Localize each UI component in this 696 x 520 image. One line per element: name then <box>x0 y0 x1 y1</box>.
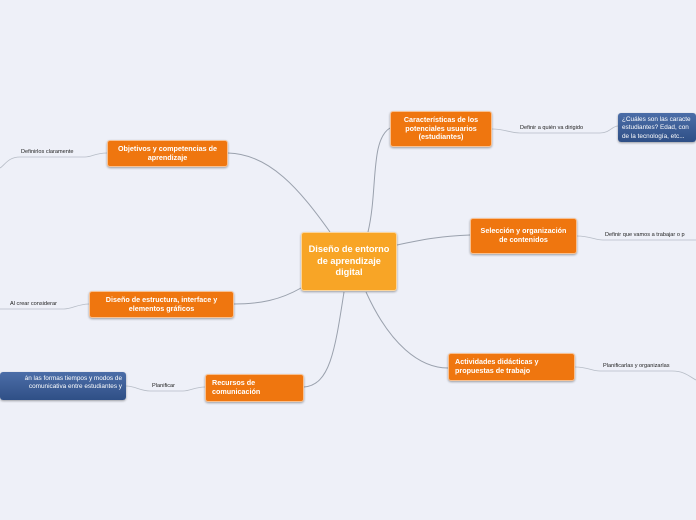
topic-objetivos-label: Objetivos y competencias de aprendizaje <box>117 143 218 162</box>
connector-caracteristicas-relation <box>491 125 619 134</box>
note-recursos-line2: comunicativa entre estudiantes y <box>28 383 122 391</box>
note-recursos[interactable]: án las formas tiempos y modos de comunic… <box>0 372 126 400</box>
relation-seleccion[interactable]: Definir que vamos a trabajar o p <box>605 232 685 238</box>
note-caracteristicas-line1: ¿Cuáles son las caracte <box>622 116 691 123</box>
connector-recursos <box>303 291 345 388</box>
topic-actividades[interactable]: Actividades didácticas y propuestas de t… <box>448 353 575 381</box>
topic-actividades-label: Actividades didácticas y propuestas de t… <box>455 357 539 375</box>
topic-caracteristicas-label: Características de los potenciales usuar… <box>403 115 479 142</box>
connector-objetivos <box>227 152 331 233</box>
topic-diseno[interactable]: Diseño de estructura, interface y elemen… <box>89 291 234 318</box>
topic-caracteristicas[interactable]: Características de los potenciales usuar… <box>390 111 492 147</box>
connector-seleccion-relation <box>576 235 696 241</box>
topic-objetivos[interactable]: Objetivos y competencias de aprendizaje <box>107 140 228 167</box>
relation-caracteristicas[interactable]: Definir a quién va dirigido <box>520 125 584 131</box>
relation-objetivos[interactable]: Definirlos claramente <box>21 149 74 155</box>
topic-seleccion-label: Selección y organización de contenidos <box>480 226 567 244</box>
topic-seleccion[interactable]: Selección y organización de contenidos <box>470 218 577 254</box>
connector-actividades <box>365 291 449 369</box>
relation-diseno[interactable]: Al crear considerar <box>10 301 57 307</box>
connector-diseno <box>233 287 302 305</box>
connector-diseno-relation <box>0 303 90 310</box>
note-caracteristicas-line2: estudiantes? Edad, con <box>622 124 689 132</box>
central-topic-label: Diseño de entorno de aprendizaje digital <box>308 244 390 278</box>
connector-objetivos-relation <box>0 152 108 169</box>
central-topic[interactable]: Diseño de entorno de aprendizaje digital <box>301 232 397 291</box>
connector-seleccion <box>396 234 471 246</box>
note-caracteristicas[interactable]: ¿Cuáles son las caracte estudiantes? Eda… <box>618 113 696 142</box>
topic-recursos[interactable]: Recursos de comunicación <box>205 374 304 402</box>
connector-caracteristicas <box>367 127 391 233</box>
connector-actividades-relation <box>574 366 696 381</box>
topic-recursos-label: Recursos de comunicación <box>212 378 261 396</box>
topic-diseno-label: Diseño de estructura, interface y elemen… <box>105 294 218 313</box>
relation-actividades[interactable]: Planificarlas y organizarlas <box>603 363 670 369</box>
relation-recursos[interactable]: Planificar <box>152 383 176 389</box>
note-caracteristicas-line3: de la tecnología, etc... <box>622 132 685 140</box>
connector-recursos-relation <box>125 385 206 392</box>
note-recursos-line1: án las formas tiempos y modos de <box>24 375 122 382</box>
